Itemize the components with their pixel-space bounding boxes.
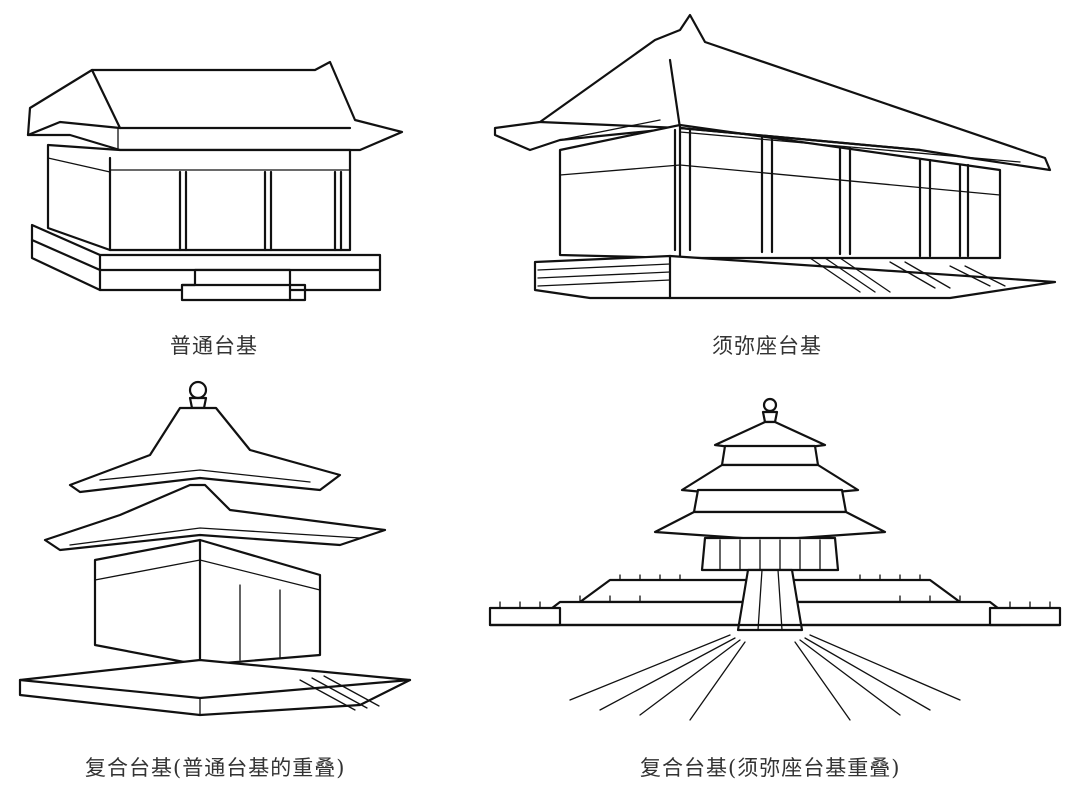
composite-sumeru-panel: 复合台基(须弥座台基重叠) [480, 380, 1080, 787]
caption-composite-ordinary: 复合台基(普通台基的重叠) [85, 756, 346, 780]
caption-sumeru-platform: 须弥座台基 [712, 334, 822, 358]
composite-ordinary-panel: 复合台基(普通台基的重叠) [0, 380, 540, 787]
sumeru-platform-panel: 须弥座台基 [480, 0, 1080, 390]
ordinary-platform-panel: 普通台基 [0, 0, 540, 390]
caption-ordinary-platform: 普通台基 [170, 334, 258, 358]
composite-ordinary-pavilion-drawing [0, 380, 540, 787]
composite-sumeru-temple-drawing [480, 380, 1080, 787]
ordinary-platform-hall-drawing [0, 0, 540, 390]
sumeru-platform-hall-drawing [480, 0, 1080, 390]
caption-composite-sumeru: 复合台基(须弥座台基重叠) [640, 756, 901, 780]
